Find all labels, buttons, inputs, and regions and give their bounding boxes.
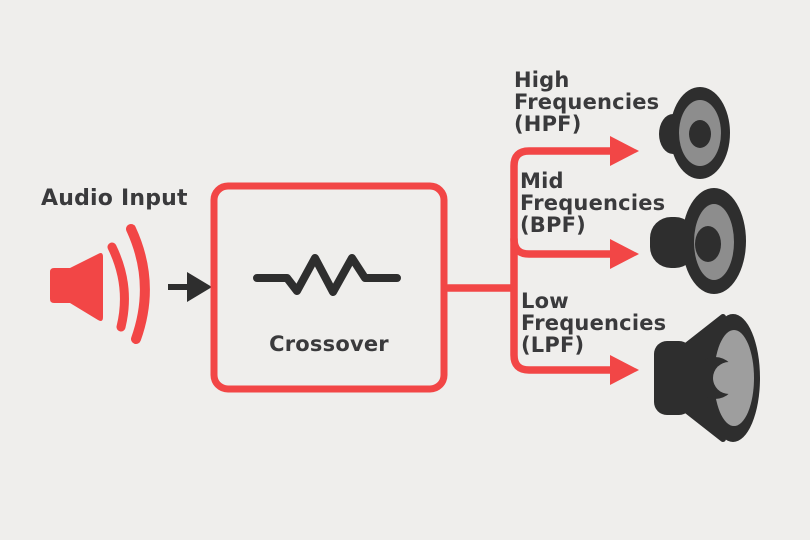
crossover-box <box>210 182 448 393</box>
midrange-speaker-icon <box>650 188 746 294</box>
audio-input-label: Audio Input <box>41 186 188 211</box>
speaker-sound-waves-icon <box>50 224 150 344</box>
label-line: Frequencies <box>520 190 666 215</box>
tweeter-dust-cap <box>689 120 711 148</box>
high-frequencies-label: High Frequencies (HPF) <box>514 68 660 136</box>
crossover-label: Crossover <box>269 332 389 356</box>
low-frequencies-label: Low Frequencies (LPF) <box>521 289 667 357</box>
speaker-horn-shape <box>50 253 103 321</box>
mid-branch-line <box>510 235 616 258</box>
woofer-magnet <box>654 341 692 415</box>
resistor-zigzag-icon <box>253 254 401 296</box>
low-arrowhead-icon <box>610 355 639 385</box>
label-line: (BPF) <box>520 212 586 237</box>
mid-frequencies-label: Mid Frequencies (BPF) <box>520 169 666 237</box>
label-line: Frequencies <box>521 310 667 335</box>
sound-wave-inner-arc <box>107 242 129 332</box>
label-line: Mid <box>520 169 564 193</box>
tweeter-speaker-icon <box>659 87 730 179</box>
label-line: Low <box>521 289 569 313</box>
connector-lines <box>444 136 639 385</box>
high-arrowhead-icon <box>610 136 639 166</box>
sound-wave-outer-arc <box>126 224 150 344</box>
input-arrowhead <box>187 272 212 302</box>
right-arrow-icon <box>168 272 212 302</box>
label-line: (HPF) <box>514 111 582 136</box>
woofer-speaker-icon <box>654 314 760 442</box>
label-line: (LPF) <box>521 332 585 357</box>
midrange-dust-cap <box>695 226 721 262</box>
label-line: Frequencies <box>514 89 660 114</box>
mid-arrowhead-icon <box>610 239 639 269</box>
woofer-dust-cap <box>713 362 745 394</box>
high-low-branch-line <box>510 147 616 374</box>
label-line: High <box>514 68 570 92</box>
